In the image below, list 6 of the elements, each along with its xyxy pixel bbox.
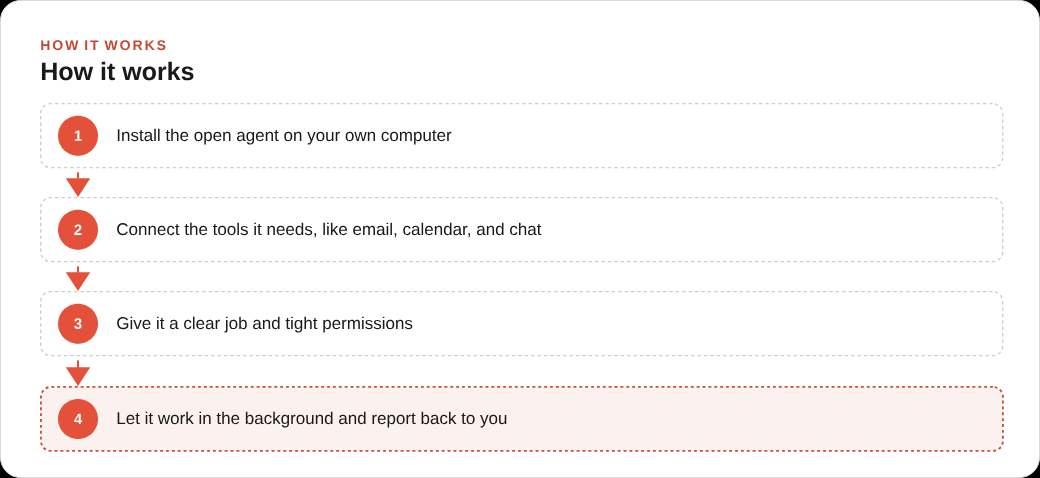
number-badge: 2 bbox=[58, 209, 98, 250]
heading: How it works bbox=[41, 61, 194, 81]
number-badge: 4 bbox=[58, 398, 98, 439]
number-badge: 1 bbox=[58, 115, 98, 156]
number-badge: 3 bbox=[58, 303, 98, 344]
eyebrow-label: HOW IT WORKS bbox=[41, 40, 166, 51]
